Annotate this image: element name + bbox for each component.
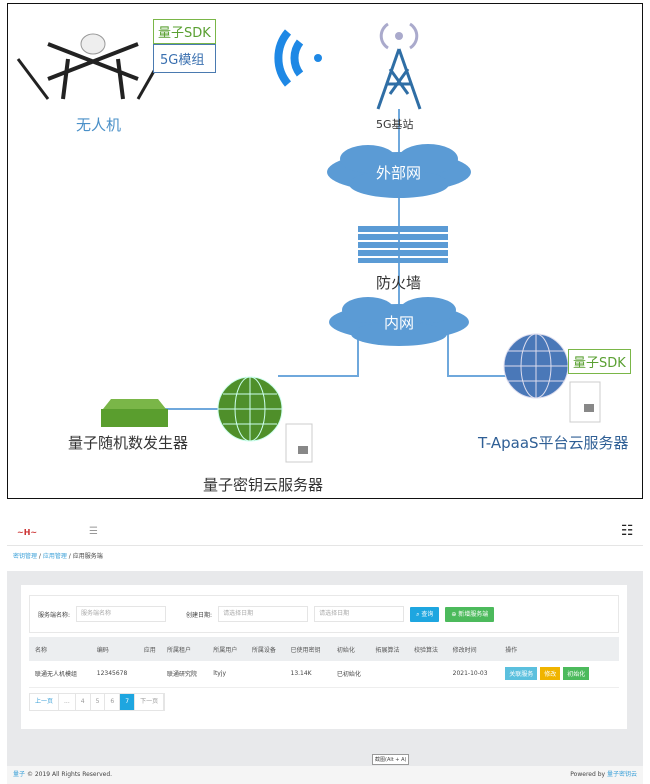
col-device: 所属设备: [245, 637, 285, 661]
platform-globe-icon: [503, 333, 569, 399]
drone-sdk-label: 量子SDK: [153, 19, 216, 44]
date-label: 创建日期:: [186, 611, 213, 619]
cell-tower-icon: [376, 22, 422, 110]
search-button-label: 查询: [421, 610, 434, 618]
cell: 2021-10-03: [446, 661, 500, 688]
cell: [408, 661, 447, 688]
col-check-algo: 校验算法: [408, 637, 447, 661]
col-ext-algo: 拓展算法: [369, 637, 409, 661]
page-6[interactable]: 6: [105, 694, 121, 710]
key-cloud-label: 量子密钥云服务器: [203, 476, 324, 494]
base-station-label: 5G基站: [376, 118, 414, 131]
link-service-button[interactable]: 关联服务: [505, 667, 538, 681]
drone-icon: [16, 33, 160, 100]
cell: [245, 661, 285, 688]
date-start-input[interactable]: 请选择日期: [218, 606, 309, 622]
rng-device-icon: [101, 399, 168, 427]
pagination: 上一页 ... 4 5 6 7 下一页: [29, 693, 166, 711]
key-cloud-globe-icon: [217, 376, 283, 442]
col-name: 名称: [29, 637, 91, 661]
firewall-label: 防火墙: [376, 274, 422, 292]
external-network-cloud-icon: [327, 144, 471, 198]
page-5[interactable]: 5: [91, 694, 106, 710]
cell: 12345678: [90, 661, 138, 688]
page-4[interactable]: 4: [76, 694, 91, 710]
wireless-signal-icon: [274, 29, 322, 87]
screenshot-tooltip: 截图(Alt + A): [372, 754, 410, 765]
cell: [137, 661, 161, 688]
col-code: 编码: [90, 637, 138, 661]
col-user: 所属用户: [207, 637, 246, 661]
col-actions: 操作: [499, 637, 619, 661]
date-end-input[interactable]: 请选择日期: [314, 606, 405, 622]
cell: ltyjy: [207, 661, 246, 688]
menu-toggle-icon[interactable]: ☰: [89, 526, 98, 537]
footer-copyright: © 2019 All Rights Reserved.: [26, 771, 113, 778]
internal-network-cloud-icon: [329, 297, 469, 346]
cell: [369, 661, 409, 688]
col-modified: 修改时间: [446, 637, 500, 661]
top-bar: ~H~ ☰ ☷: [7, 518, 643, 546]
next-page[interactable]: 下一页: [135, 694, 165, 710]
footer-powered: Powered by: [570, 771, 606, 778]
breadcrumb-app-mgmt[interactable]: 应用管理: [42, 553, 67, 560]
cell: 13.14K: [284, 661, 331, 688]
diagram-graphics: [16, 22, 601, 463]
server-table: 名称编码应用所属租户所属用户所属设备已使用密钥初始化拓展算法校验算法修改时间操作…: [29, 637, 619, 688]
prev-page[interactable]: 上一页: [30, 694, 60, 710]
rng-label: 量子随机数发生器: [68, 434, 189, 452]
drone-label: 无人机: [76, 116, 122, 134]
col-app: 应用: [137, 637, 161, 661]
search-button[interactable]: ⌕ 查询: [410, 606, 440, 622]
footer-brand[interactable]: 量子: [13, 771, 26, 778]
page-ellipsis: ...: [59, 694, 76, 710]
cell: 联通无人机模组: [29, 661, 91, 688]
col-used-keys: 已使用密钥: [284, 637, 331, 661]
page-7-current[interactable]: 7: [120, 694, 136, 710]
name-input[interactable]: 服务端名称: [76, 606, 167, 622]
breadcrumb-key-mgmt[interactable]: 密钥管理: [13, 553, 38, 560]
logo: ~H~: [17, 528, 38, 537]
name-label: 服务端名称:: [38, 611, 71, 619]
breadcrumb-current: 应用服务端: [72, 553, 103, 560]
content-area: 服务端名称: 服务端名称 创建日期: 请选择日期 请选择日期 ⌕ 查询 ⊕ 新增…: [7, 571, 643, 766]
cell: 联通研究院: [160, 661, 208, 688]
connection-lines: [158, 109, 508, 410]
external-network-label: 外部网: [376, 164, 422, 182]
platform-label: T-ApaaS平台云服务器: [478, 434, 629, 452]
initialize-button[interactable]: 初始化: [563, 667, 590, 681]
network-diagram: 无人机 量子SDK 5G模组 5G基站 外部网 防火墙 内网 量子随机数发生器 …: [7, 3, 643, 499]
platform-sdk-label: 量子SDK: [568, 349, 631, 374]
drone-5g-module-label: 5G模组: [153, 44, 216, 73]
col-init: 初始化: [330, 637, 370, 661]
firewall-icon: [358, 226, 448, 263]
footer: 量子 © 2019 All Rights Reserved. Powered b…: [7, 766, 643, 784]
add-server-button[interactable]: ⊕ 新增服务端: [445, 606, 495, 622]
add-button-label: 新增服务端: [458, 610, 489, 618]
actions-cell: 关联服务修改初始化: [499, 661, 619, 688]
internal-network-label: 内网: [384, 314, 415, 332]
breadcrumb: 密钥管理 / 应用管理 / 应用服务端: [13, 553, 103, 560]
col-tenant: 所属租户: [160, 637, 208, 661]
content-card: 服务端名称: 服务端名称 创建日期: 请选择日期 请选择日期 ⌕ 查询 ⊕ 新增…: [21, 585, 627, 729]
list-menu-icon[interactable]: ☷: [621, 523, 634, 539]
table-header: 名称编码应用所属租户所属用户所属设备已使用密钥初始化拓展算法校验算法修改时间操作: [29, 637, 619, 661]
footer-powered-link[interactable]: 量子密钥云: [606, 771, 637, 778]
key-cloud-server-icon: [285, 423, 313, 463]
app-screenshot: ~H~ ☰ ☷ 密钥管理 / 应用管理 / 应用服务端 服务端名称: 服务端名称…: [7, 518, 643, 784]
cell: 已初始化: [330, 661, 370, 688]
edit-button[interactable]: 修改: [540, 667, 561, 681]
platform-server-icon: [569, 381, 601, 423]
filter-bar: 服务端名称: 服务端名称 创建日期: 请选择日期 请选择日期 ⌕ 查询 ⊕ 新增…: [29, 595, 619, 633]
